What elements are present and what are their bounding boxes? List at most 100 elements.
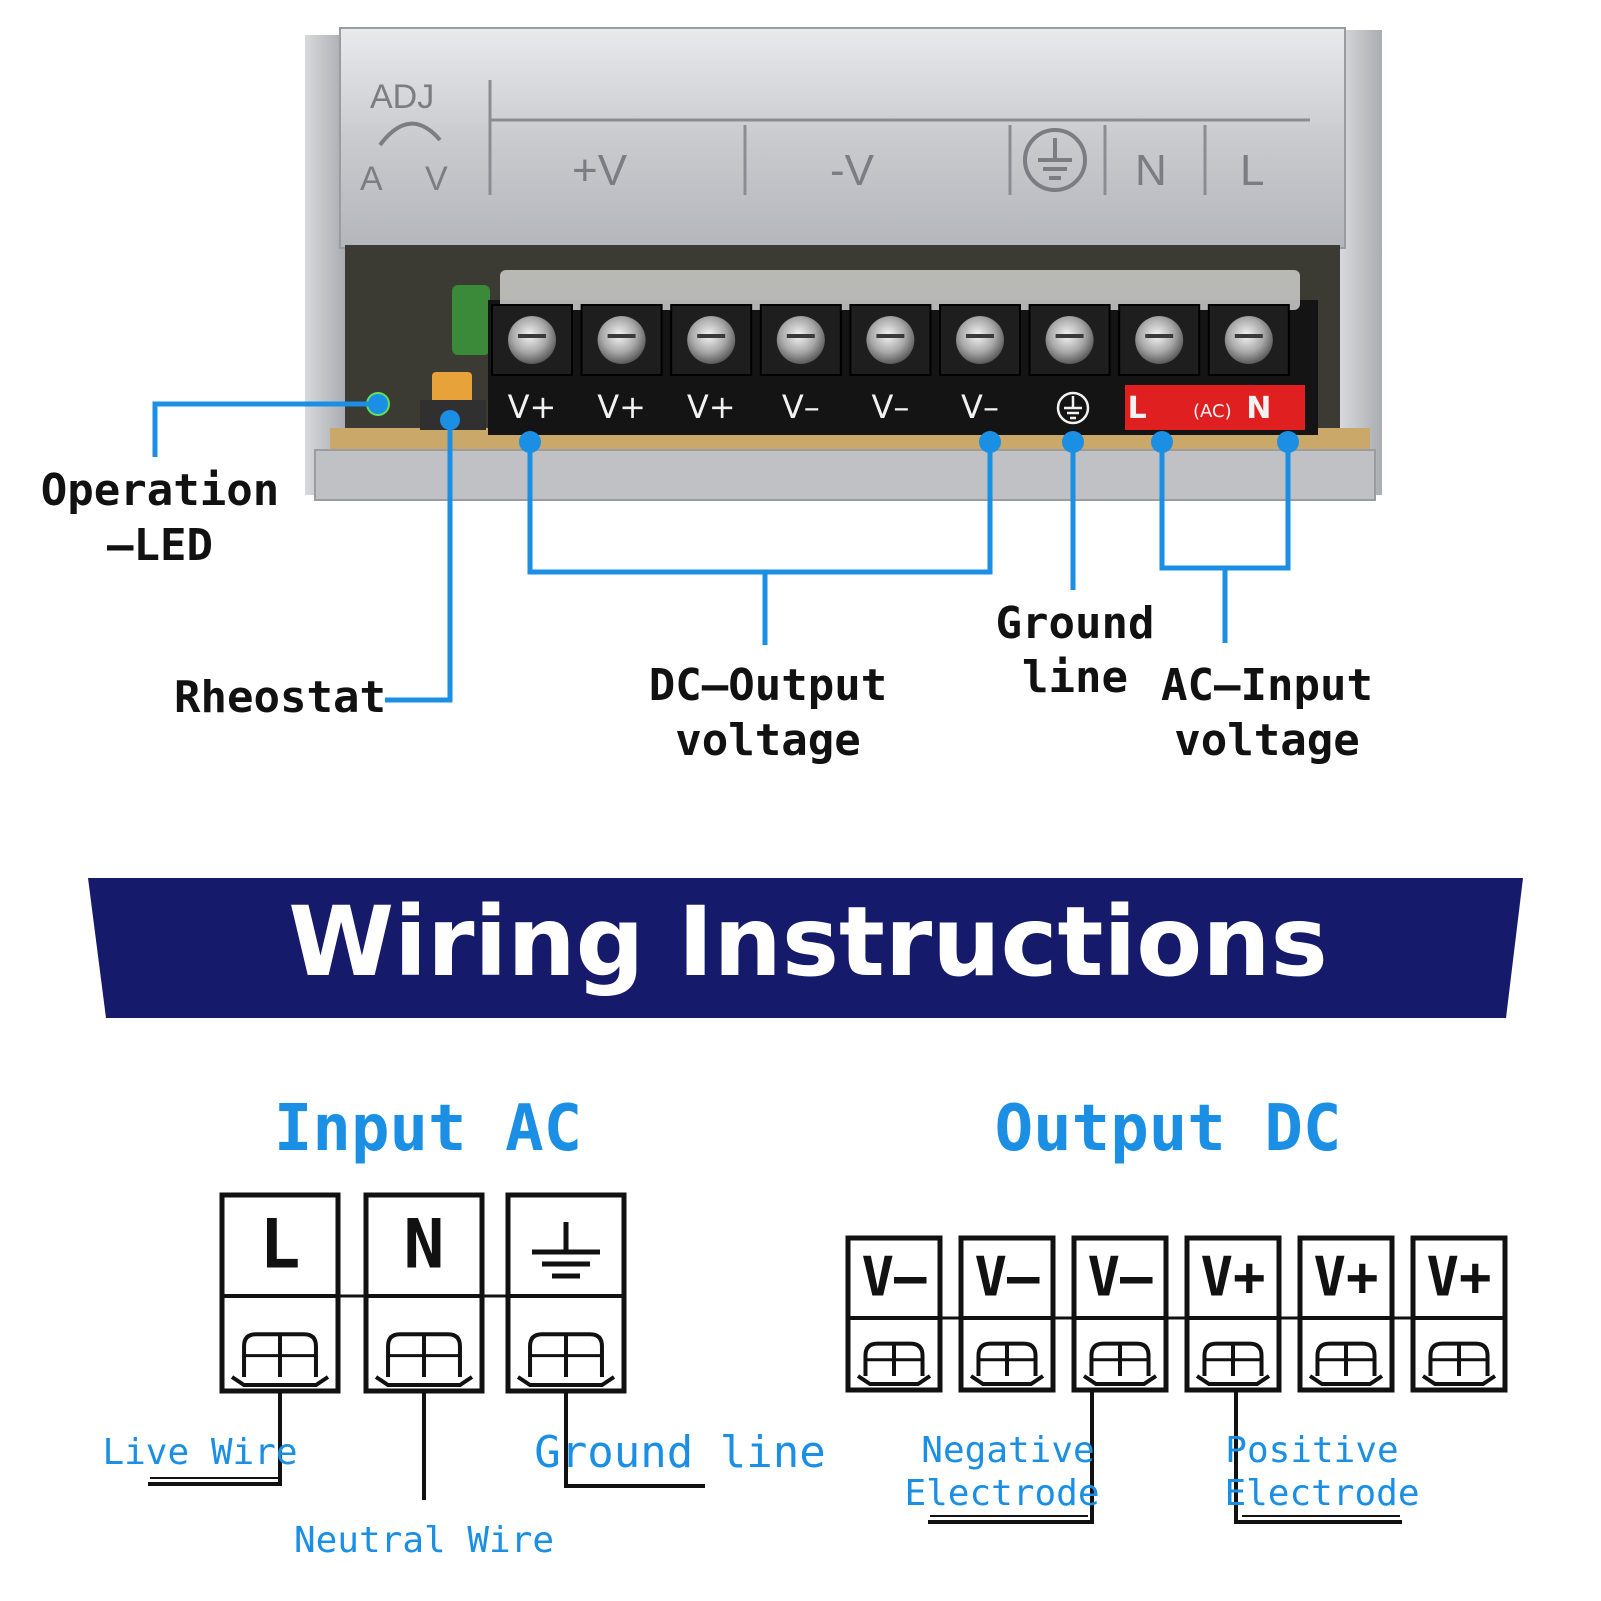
terminal-box: V– — [1071, 1235, 1169, 1393]
terminal-screw-icon — [508, 316, 556, 364]
live-wire-label: Live Wire — [102, 1432, 297, 1473]
clamp-base — [1195, 1374, 1271, 1386]
clamp-base — [969, 1374, 1045, 1386]
clamp-base — [1082, 1374, 1158, 1386]
right-flange — [1340, 30, 1382, 495]
panel-minus-v: -V — [830, 146, 875, 195]
adj-arrow-icon — [378, 121, 442, 147]
rheostat-label: Rheostat — [174, 672, 386, 723]
neutral-wire-label: Neutral Wire — [294, 1520, 554, 1561]
terminal-box: V+ — [1297, 1235, 1395, 1393]
live-wire-line — [148, 1392, 282, 1486]
positive-wire-line — [1234, 1392, 1402, 1524]
terminal-screw-icon — [1135, 316, 1184, 364]
terminal-label: V– — [961, 388, 999, 426]
terminal-box-label: V– — [861, 1246, 927, 1309]
terminal-box: N — [363, 1192, 485, 1394]
positive-label-2: Electrode — [1224, 1473, 1419, 1514]
operation-led-label-1: Operation — [41, 465, 279, 516]
left-flange — [305, 35, 345, 495]
terminal-screw-icon — [1224, 316, 1273, 364]
terminal-screw-icon — [1045, 316, 1094, 364]
callout-dots — [368, 394, 1299, 453]
terminal-box: V– — [845, 1235, 943, 1393]
terminal-label: V+ — [597, 388, 646, 426]
terminal-label: V+ — [687, 388, 736, 426]
terminal-box-label: V– — [1087, 1246, 1153, 1309]
ground-label-2: line — [1022, 652, 1128, 703]
ac-tag: (AC) — [1193, 401, 1232, 422]
negative-wire-line — [928, 1392, 1094, 1524]
led-callout-line — [152, 401, 378, 457]
callout-dot — [1151, 431, 1173, 453]
terminal-box: V+ — [1184, 1235, 1282, 1393]
negative-label-2: Electrode — [904, 1473, 1099, 1514]
terminal-label: V+ — [508, 388, 557, 426]
adj-v-label: V — [425, 160, 448, 198]
terminal-screw-icon — [776, 316, 825, 364]
terminal-screws — [491, 304, 1290, 376]
power-supply-unit: ADJ A V +V -V N L V+ V+ V+ V– V– V– L N (AC) — [305, 27, 1382, 501]
terminal-box-label: V+ — [1426, 1246, 1491, 1309]
terminal-ground-icon — [1056, 391, 1090, 425]
terminal-box: L — [219, 1192, 341, 1394]
terminal-screw-icon — [687, 316, 736, 364]
green-capacitor — [452, 285, 490, 355]
callout-dot — [979, 431, 1001, 453]
bottom-rail — [314, 449, 1376, 501]
positive-label-1: Positive — [1225, 1430, 1398, 1471]
clamp-base — [230, 1375, 330, 1387]
input-ac-title: Input AC — [274, 1092, 582, 1166]
top-cover — [339, 27, 1346, 249]
ground-label-1: Ground — [996, 598, 1155, 649]
terminal-label: N — [1246, 391, 1271, 426]
rheostat-callout-line — [385, 418, 453, 703]
dc-output-label-1: DC–Output — [649, 660, 887, 711]
terminal-label: L — [1128, 391, 1147, 426]
dc-output-label-2: voltage — [675, 715, 860, 766]
ac-ground-symbol-icon — [532, 1222, 600, 1279]
output-dc-terminals: V– V– V– V+ V+ V+ — [845, 1235, 1508, 1393]
callout-dot — [368, 394, 388, 414]
input-ac-wires — [148, 1392, 705, 1500]
dc-output-bracket — [527, 440, 993, 575]
clamp-base — [516, 1375, 616, 1387]
terminal-label: V– — [782, 388, 820, 426]
terminal-screw-icon — [597, 316, 646, 364]
clamp-base — [374, 1375, 474, 1387]
ac-input-label-1: AC–Input — [1161, 660, 1373, 711]
ac-input-label-2: voltage — [1174, 715, 1359, 766]
banner — [88, 878, 1523, 1018]
ground-line-label: Ground line — [534, 1427, 825, 1478]
terminal-box: V– — [958, 1235, 1056, 1393]
panel-l: L — [1240, 146, 1264, 195]
terminal-labels: V+ V+ V+ V– V– V– L N — [508, 388, 1272, 426]
terminal-box-label: N — [404, 1206, 445, 1285]
banner-title: Wiring Instructions — [288, 886, 1327, 998]
terminal-box-label: V+ — [1200, 1246, 1265, 1309]
adj-label: ADJ — [370, 78, 434, 116]
panel-ground-icon — [1023, 128, 1087, 192]
callout-dot — [1062, 431, 1084, 453]
output-dc-title: Output DC — [995, 1092, 1342, 1166]
ground-wire-line — [564, 1392, 705, 1488]
callout-dot — [1277, 431, 1299, 453]
ac-terminal-strip — [1125, 385, 1305, 430]
terminal-cover — [500, 270, 1300, 310]
rheostat-knob — [432, 372, 472, 408]
terminal-screw-icon — [956, 316, 1004, 364]
terminal-box-label: L — [260, 1206, 301, 1285]
clamp-base — [1421, 1374, 1497, 1386]
callout-dot — [519, 431, 541, 453]
terminal-box-label: V+ — [1313, 1246, 1378, 1309]
panel-plus-v: +V — [572, 146, 628, 195]
clamp-base — [856, 1374, 932, 1386]
clamp-base — [1308, 1374, 1384, 1386]
panel-n: N — [1135, 146, 1167, 195]
terminal-box: V+ — [1410, 1235, 1508, 1393]
callout-dot — [440, 410, 460, 430]
adj-a-label: A — [360, 160, 383, 198]
terminal-label: V– — [871, 388, 909, 426]
callout-lines — [152, 401, 1291, 703]
